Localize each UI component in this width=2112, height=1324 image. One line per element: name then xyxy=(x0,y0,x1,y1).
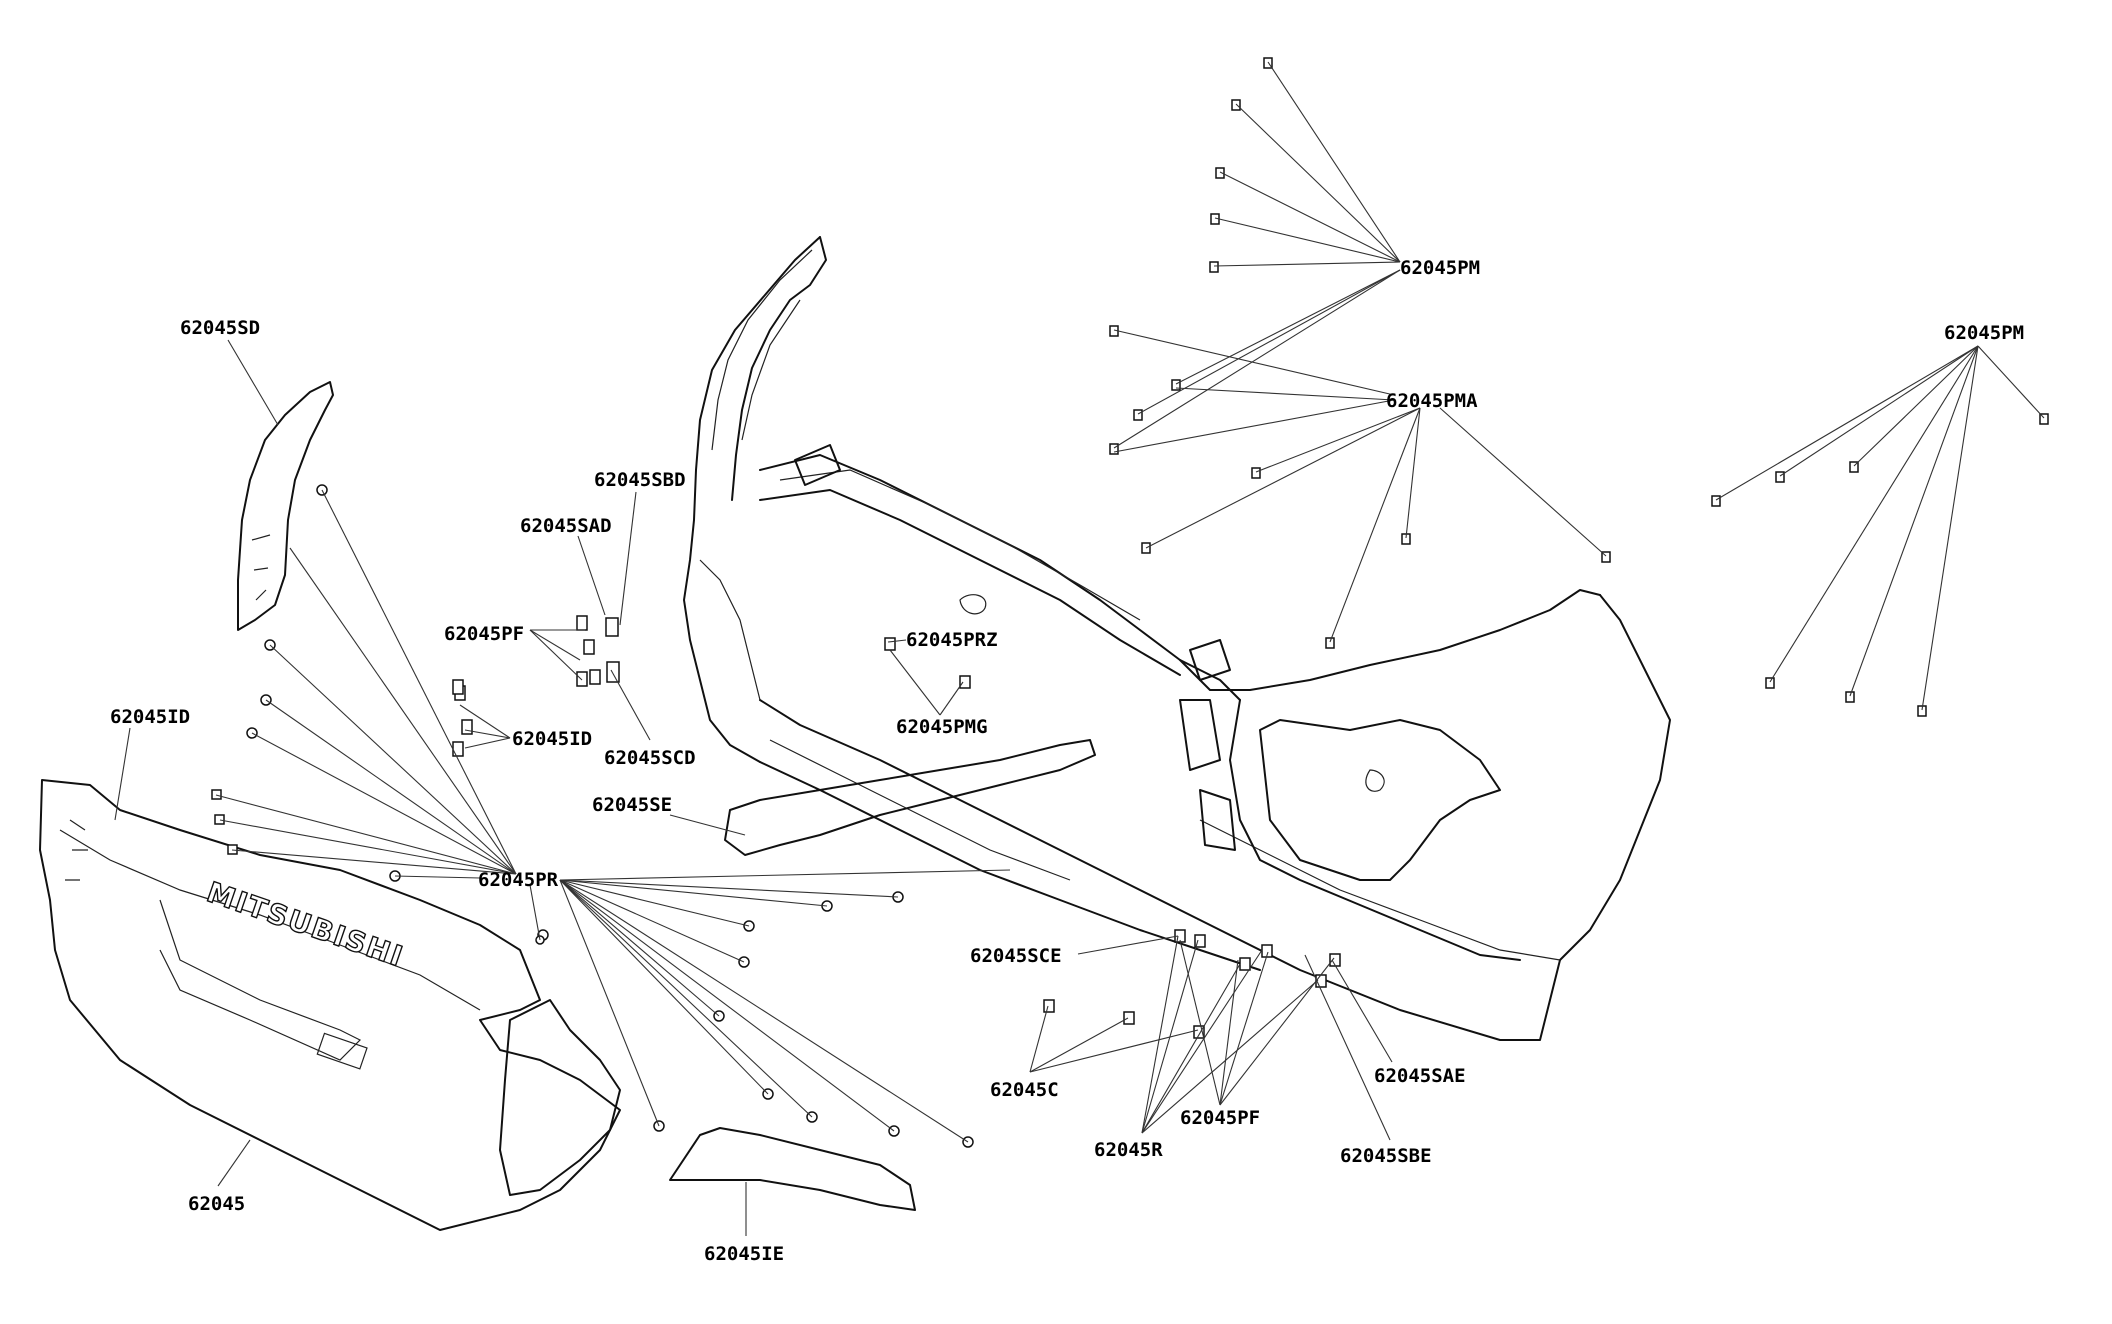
label-62045pf-upper: 62045PF xyxy=(444,623,524,645)
label-62045sad: 62045SAD xyxy=(520,515,612,537)
label-62045pm-top: 62045PM xyxy=(1400,257,1480,279)
label-62045r: 62045R xyxy=(1094,1139,1163,1161)
label-62045pr: 62045PR xyxy=(478,869,559,891)
label-62045sbe: 62045SBE xyxy=(1340,1145,1432,1167)
part-62045-lower-bumper: MITSUBISHI xyxy=(39,779,621,1231)
label-62045id-left: 62045ID xyxy=(110,706,190,728)
mitsubishi-emblem: MITSUBISHI xyxy=(203,875,409,973)
label-62045scd: 62045SCD xyxy=(604,747,696,769)
label-62045pma: 62045PMA xyxy=(1386,390,1478,412)
fastener-clips xyxy=(211,57,2049,1148)
label-62045sae: 62045SAE xyxy=(1374,1065,1466,1087)
label-62045pm-right: 62045PM xyxy=(1944,322,2024,344)
label-62045se: 62045SE xyxy=(592,794,672,816)
part-62045sd-trim xyxy=(237,381,334,631)
label-62045prz: 62045PRZ xyxy=(906,629,998,651)
label-62045sd: 62045SD xyxy=(180,317,260,339)
part-62045ie-trim xyxy=(669,1127,916,1211)
label-62045ie: 62045IE xyxy=(704,1243,784,1265)
label-62045sce: 62045SCE xyxy=(970,945,1062,967)
label-62045sbd: 62045SBD xyxy=(594,469,686,491)
leader-lines xyxy=(114,61,2045,1236)
label-62045pf-lower: 62045PF xyxy=(1180,1107,1260,1129)
label-62045c: 62045C xyxy=(990,1079,1059,1101)
part-callouts: 62045SD 62045ID 62045SBD 62045SAD 62045P… xyxy=(110,257,2024,1265)
front-bumper-assembly xyxy=(683,236,1671,1041)
label-62045: 62045 xyxy=(188,1193,245,1215)
part-62045se-trim xyxy=(724,739,1096,856)
label-62045pmg: 62045PMG xyxy=(896,716,988,738)
label-62045id-mid: 62045ID xyxy=(512,728,592,750)
